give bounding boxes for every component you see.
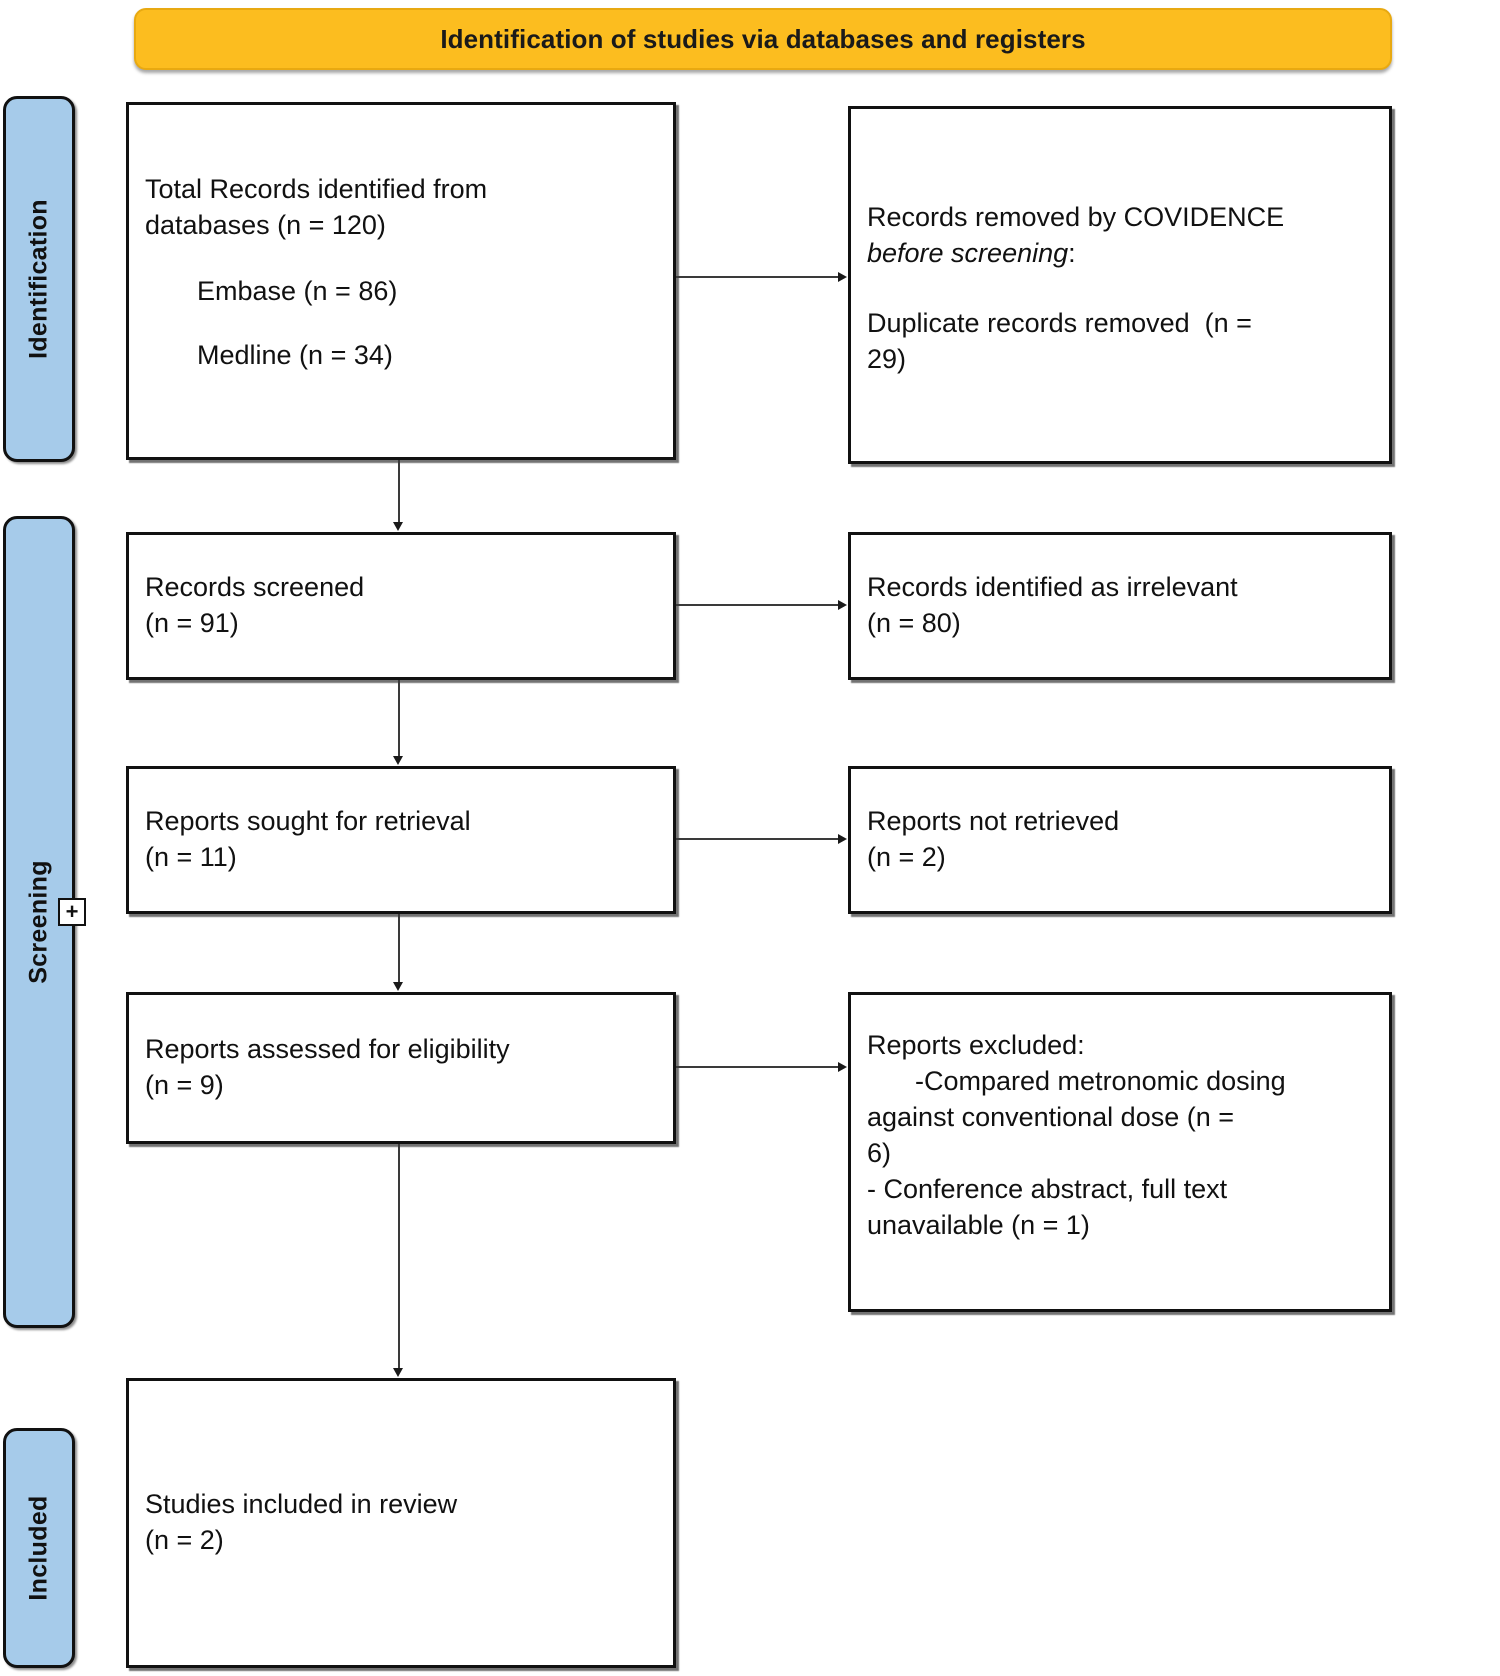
records-removed-colon: : [1068,238,1076,269]
expand-plus-icon[interactable]: + [58,898,86,926]
records-removed-line-1: Records removed by COVIDENCE [867,202,1285,233]
reports-excluded-reason-2-line-2: unavailable (n = 1) [867,1209,1090,1240]
studies-included-count: (n = 2) [145,1525,224,1555]
reports-assessed-count: (n = 9) [145,1070,224,1100]
records-removed-line-2: before screening: [867,236,1373,272]
connector-sought-to-assessed [398,914,400,986]
arrow-head-identified-to-screened [393,522,403,531]
box-reports-sought: Reports sought for retrieval (n = 11) [126,766,676,914]
reports-not-retrieved-count: (n = 2) [867,842,946,872]
records-irrelevant-label: Records identified as irrelevant [867,572,1238,603]
records-irrelevant-count: (n = 80) [867,608,961,638]
box-reports-assessed: Reports assessed for eligibility (n = 9) [126,992,676,1144]
connector-screened-to-irrelevant [676,604,842,606]
connector-assessed-to-included [398,1144,400,1372]
records-screened-label: Records screened [145,572,365,603]
reports-excluded-label: Reports excluded: [867,1030,1085,1061]
box-records-irrelevant: Records identified as irrelevant (n = 80… [848,532,1392,680]
arrow-head-screened-to-irrelevant [838,600,847,610]
reports-sought-label: Reports sought for retrieval [145,806,471,837]
connector-sought-to-not-retrieved [676,838,842,840]
phase-banner-identification: Identification of studies via databases … [134,8,1392,70]
reports-not-retrieved-label: Reports not retrieved [867,806,1120,837]
stage-rail-identification: Identification [3,96,75,462]
connector-assessed-to-excluded [676,1066,842,1068]
records-removed-before-screening: before screening [867,238,1069,269]
arrow-head-assessed-to-included [393,1368,403,1377]
records-identified-line-2: databases (n = 120) [145,210,386,241]
stage-rail-included: Included [3,1428,75,1668]
records-identified-medline: Medline (n = 34) [197,339,393,370]
reports-sought-count: (n = 11) [145,842,237,872]
stage-rail-label-screening: Screening [24,860,53,984]
connector-identified-to-screened [398,460,400,526]
reports-excluded-reason-1-line-1: -Compared metronomic dosing [915,1066,1286,1097]
box-studies-included: Studies included in review (n = 2) [126,1378,676,1668]
box-records-identified: Total Records identified from databases … [126,102,676,460]
reports-excluded-reason-1-line-2: against conventional dose (n = [867,1102,1235,1133]
arrow-head-sought-to-not-retrieved [838,834,847,844]
reports-excluded-reason-2-line-1: - Conference abstract, full text [867,1173,1228,1204]
records-identified-line-1: Total Records identified from [145,174,488,205]
records-removed-duplicates-count: 29) [867,343,907,374]
stage-rail-label-identification: Identification [24,199,53,359]
arrow-head-sought-to-assessed [393,982,403,991]
reports-assessed-label: Reports assessed for eligibility [145,1034,510,1065]
records-screened-count: (n = 91) [145,608,239,638]
records-removed-duplicates-line: Duplicate records removed (n = [867,308,1252,338]
connector-screened-to-sought [398,680,400,760]
box-reports-not-retrieved: Reports not retrieved (n = 2) [848,766,1392,914]
arrow-head-identified-to-removed [838,272,847,282]
stage-rail-label-included: Included [24,1495,53,1601]
arrow-head-assessed-to-excluded [838,1062,847,1072]
box-records-removed: Records removed by COVIDENCE before scre… [848,106,1392,464]
studies-included-label: Studies included in review [145,1489,458,1520]
box-records-screened: Records screened (n = 91) [126,532,676,680]
box-reports-excluded: Reports excluded: -Compared metronomic d… [848,992,1392,1312]
connector-identified-to-removed [676,276,842,278]
arrow-head-screened-to-sought [393,756,403,765]
records-identified-embase: Embase (n = 86) [197,276,398,306]
reports-excluded-reason-1-count: 6) [867,1138,892,1168]
phase-banner-title: Identification of studies via databases … [440,23,1086,54]
